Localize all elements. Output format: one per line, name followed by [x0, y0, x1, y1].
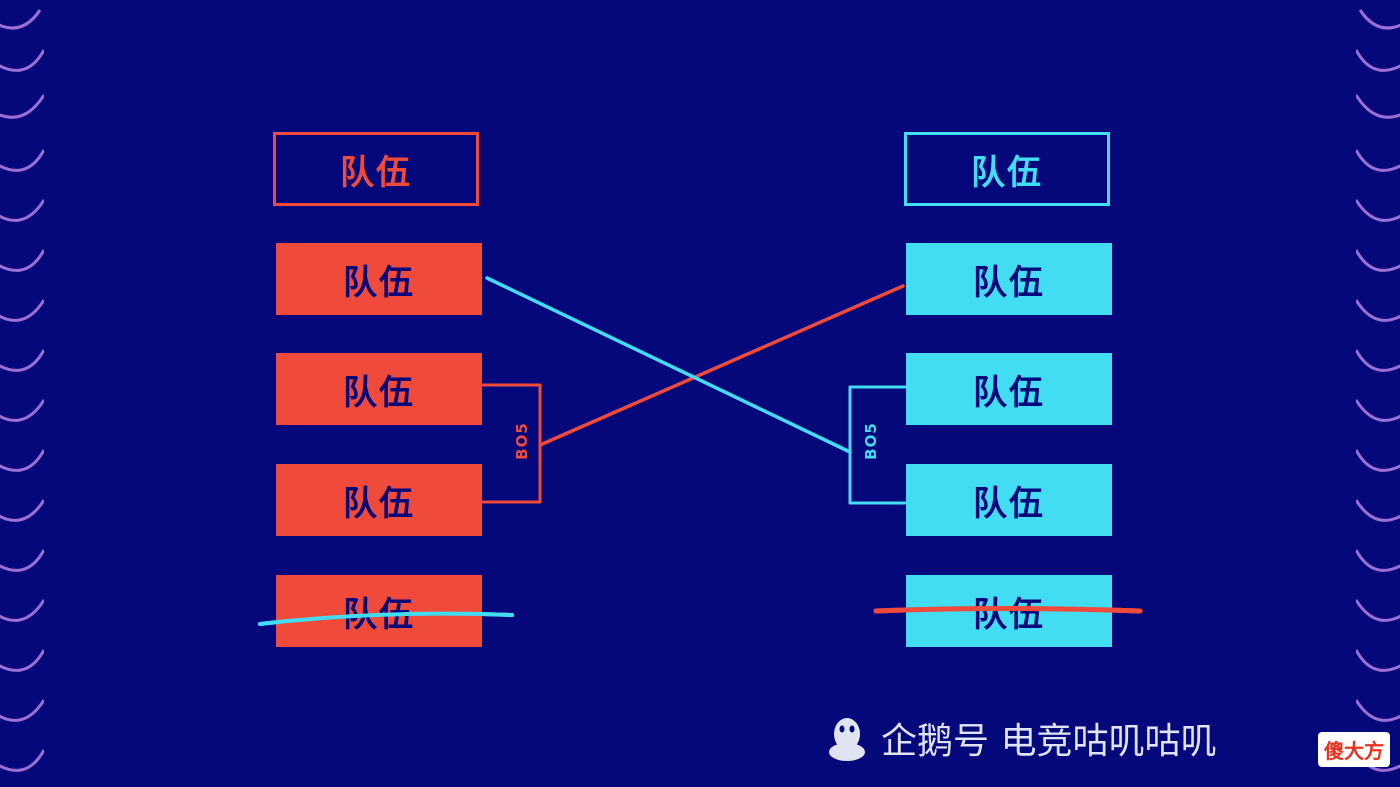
- left-wave-pattern: [0, 9, 44, 772]
- right-header-team: 队伍: [904, 132, 1110, 206]
- left-header-team: 队伍: [273, 132, 479, 206]
- penguin-icon: [829, 718, 865, 761]
- cyan-advance-line: [485, 276, 852, 454]
- watermark-text: 企鹅号 电竞咕叽咕叽: [881, 721, 1217, 762]
- site-badge: 傻大方: [1318, 732, 1390, 767]
- left-team-4-eliminated: 队伍: [276, 575, 482, 647]
- right-bracket: [848, 385, 907, 505]
- right-bo5-label: BO5: [862, 422, 880, 460]
- left-team-2: 队伍: [276, 353, 482, 425]
- right-team-2: 队伍: [906, 353, 1112, 425]
- right-wave-pattern: [1356, 9, 1400, 772]
- red-advance-line: [538, 284, 905, 447]
- watermark: 企鹅号 电竞咕叽咕叽: [825, 712, 1216, 764]
- right-team-1: 队伍: [906, 243, 1112, 315]
- right-team-3: 队伍: [906, 464, 1112, 536]
- left-team-1: 队伍: [276, 243, 482, 315]
- left-team-3: 队伍: [276, 464, 482, 536]
- left-bo5-label: BO5: [513, 422, 531, 460]
